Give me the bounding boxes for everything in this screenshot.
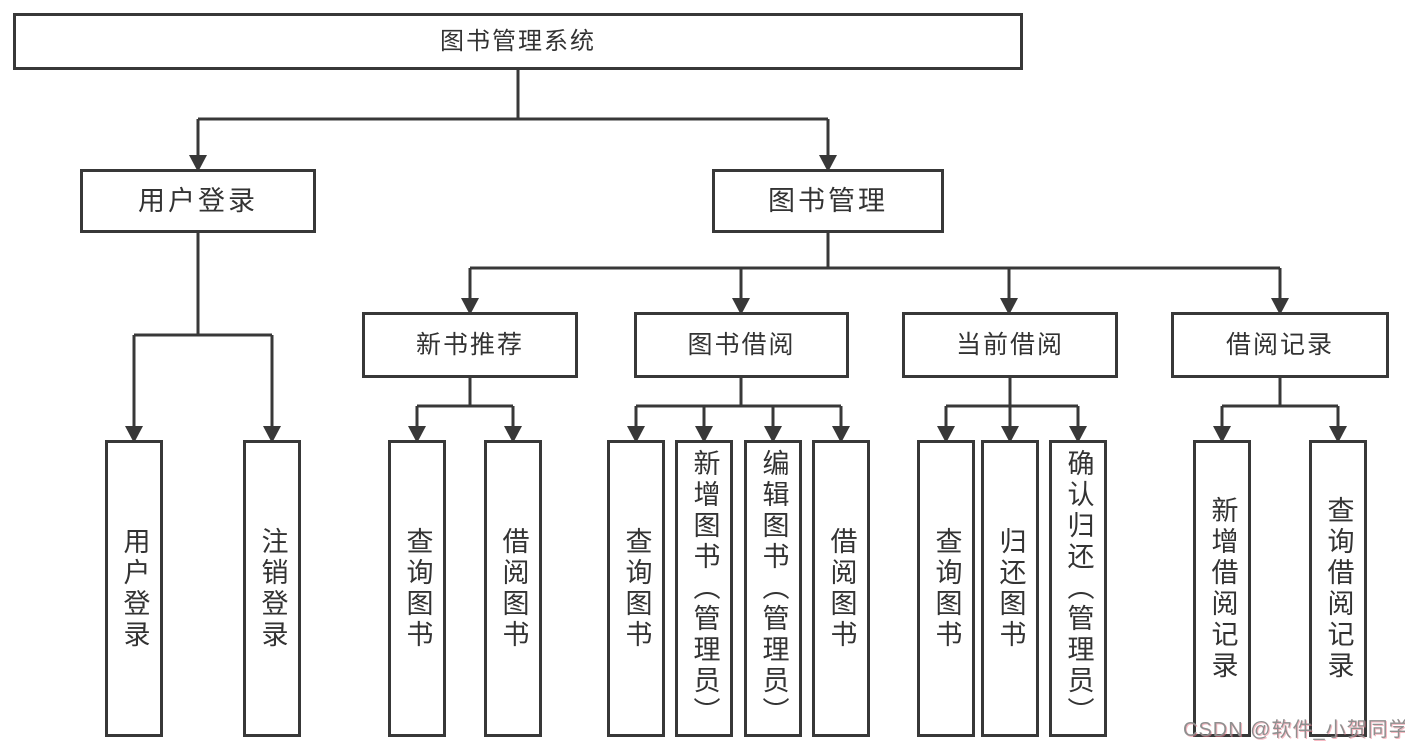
leaf-add-borrow-record: 新增借阅记录 — [1193, 440, 1251, 737]
node-current-borrowing: 当前借阅 — [902, 312, 1118, 378]
leaf-label: 借阅图书 — [826, 526, 857, 651]
leaf-query-borrow-record: 查询借阅记录 — [1309, 440, 1367, 737]
leaf-label: 确认归还（管理员） — [1063, 449, 1094, 728]
node-user-login: 用户登录 — [80, 169, 316, 233]
leaf-label: 借阅图书 — [498, 526, 529, 651]
node-borrow-records: 借阅记录 — [1171, 312, 1389, 378]
leaf-borrow-books: 借阅图书 — [812, 440, 870, 737]
leaf-add-book-admin: 新增图书（管理员） — [675, 440, 733, 737]
leaf-label: 注销登录 — [257, 526, 288, 651]
watermark: CSDN @软件_小贺同学 — [1183, 719, 1405, 741]
leaf-label: 查询图书 — [621, 526, 652, 651]
leaf-query-books-current: 查询图书 — [917, 440, 975, 737]
leaf-label: 新增图书（管理员） — [689, 449, 720, 728]
leaf-edit-book-admin: 编辑图书（管理员） — [744, 440, 802, 737]
leaf-query-books-recommend: 查询图书 — [388, 440, 446, 737]
leaf-return-book: 归还图书 — [981, 440, 1039, 737]
leaf-confirm-return-admin: 确认归还（管理员） — [1049, 440, 1107, 737]
leaf-label: 编辑图书（管理员） — [758, 449, 789, 728]
leaf-user-login: 用户登录 — [105, 440, 163, 737]
leaf-logout: 注销登录 — [243, 440, 301, 737]
leaf-borrow-books-recommend: 借阅图书 — [484, 440, 542, 737]
leaf-label: 查询图书 — [402, 526, 433, 651]
leaf-label: 查询图书 — [931, 526, 962, 651]
leaf-label: 归还图书 — [995, 526, 1026, 651]
leaf-label: 查询借阅记录 — [1323, 495, 1354, 682]
leaf-query-books-borrowing: 查询图书 — [607, 440, 665, 737]
node-new-book-recommend: 新书推荐 — [362, 312, 578, 378]
leaf-label: 用户登录 — [119, 526, 150, 651]
leaf-label: 新增借阅记录 — [1207, 495, 1238, 682]
node-book-management: 图书管理 — [712, 169, 944, 233]
node-library-system: 图书管理系统 — [13, 13, 1023, 70]
node-book-borrowing: 图书借阅 — [634, 312, 849, 378]
